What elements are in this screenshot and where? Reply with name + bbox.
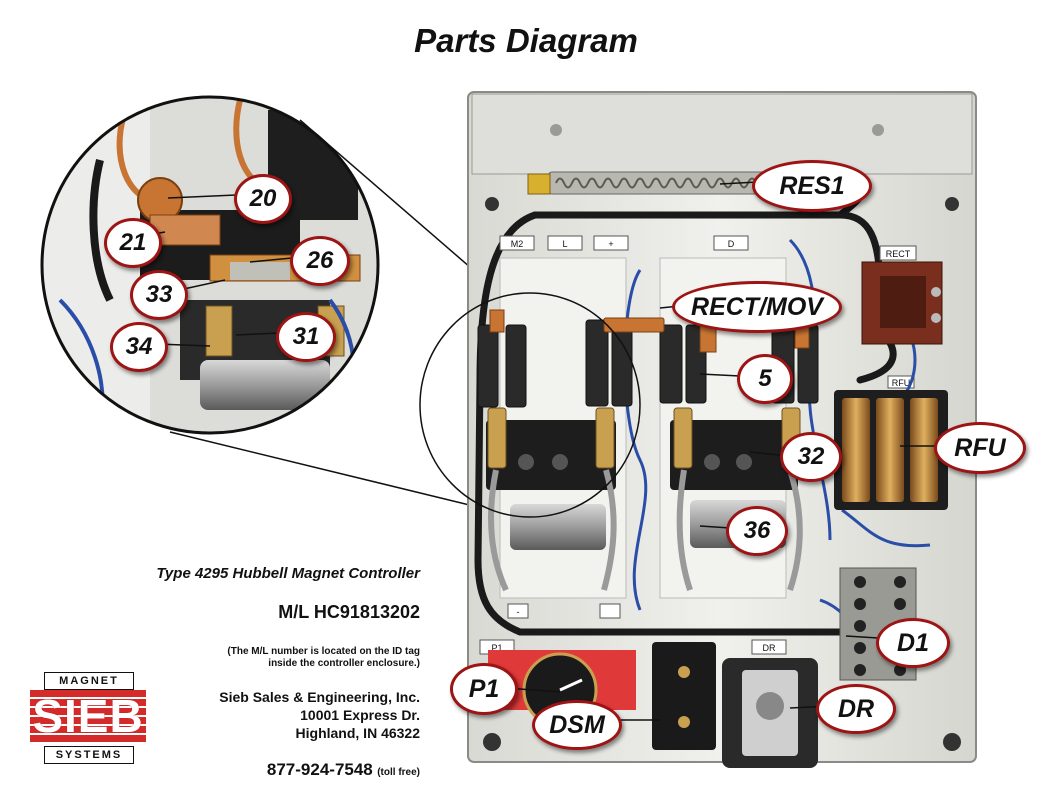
terminal-label-rfu: RFU [892, 378, 911, 388]
callout-dr: DR [816, 684, 896, 734]
callout-part-26: 26 [290, 236, 350, 286]
rfu-fuse-block [834, 390, 948, 510]
ml-note: (The M/L number is located on the ID tag… [60, 646, 420, 670]
terminal-label-p1: P1 [491, 643, 502, 653]
company-phone-line: 877-924-7548 (toll free) [160, 760, 420, 780]
company-street: 10001 Express Dr. [300, 707, 420, 723]
zoom-reference-circle [419, 292, 641, 518]
terminal-label-dr: DR [763, 643, 776, 653]
company-address: Sieb Sales & Engineering, Inc. 10001 Exp… [160, 688, 420, 742]
company-phone-note: (toll free) [377, 767, 420, 778]
ml-number: M/L HC91813202 [278, 602, 420, 622]
callout-part-5: 5 [737, 354, 793, 404]
callout-part-31: 31 [276, 312, 336, 362]
callout-part-33: 33 [130, 270, 188, 320]
company-phone: 877-924-7548 [266, 760, 373, 779]
callout-rect-mov: RECT/MOV [672, 281, 842, 333]
zoom-leader-bottom [169, 431, 491, 511]
zoom-circle-border [40, 95, 380, 435]
company-city: Highland, IN 46322 [295, 725, 420, 741]
callout-res1: RES1 [752, 160, 872, 212]
terminal-label-m2: M2 [511, 239, 524, 249]
callout-part-20: 20 [234, 174, 292, 224]
logo-main-text: SIEB [32, 690, 144, 742]
callout-part-32: 32 [780, 432, 842, 482]
braided-shunts [488, 469, 803, 592]
callout-rfu: RFU [934, 422, 1026, 474]
ml-note-line1: (The M/L number is located on the ID tag [227, 646, 420, 657]
callout-p1: P1 [450, 663, 518, 715]
terminal-label-plus: + [608, 239, 613, 249]
logo-top-text: MAGNET [44, 672, 134, 690]
terminal-label-l: L [562, 239, 567, 249]
dsm-switch [652, 642, 716, 750]
terminal-label-rect: RECT [886, 249, 911, 259]
terminal-label-d: D [728, 239, 735, 249]
sieb-logo: MAGNET SIEB SYSTEMS [30, 672, 146, 764]
controller-type: Type 4295 Hubbell Magnet Controller [156, 565, 420, 582]
callout-dsm: DSM [532, 700, 622, 750]
terminal-label-strip [479, 235, 917, 655]
dr-relay [722, 658, 818, 768]
callout-d1: D1 [876, 618, 950, 668]
page-title: Parts Diagram [414, 22, 638, 59]
logo-bottom-text: SYSTEMS [44, 746, 134, 764]
terminal-label-minus: - [517, 607, 520, 617]
rect-mov-block [861, 261, 943, 345]
logo-stripes [30, 690, 146, 744]
callout-part-34: 34 [110, 322, 168, 372]
callout-part-21: 21 [104, 218, 162, 268]
callout-part-36: 36 [726, 506, 788, 556]
company-name: Sieb Sales & Engineering, Inc. [219, 689, 420, 705]
ml-note-line2: inside the controller enclosure.) [268, 658, 420, 669]
contactor-bodies [486, 420, 798, 490]
